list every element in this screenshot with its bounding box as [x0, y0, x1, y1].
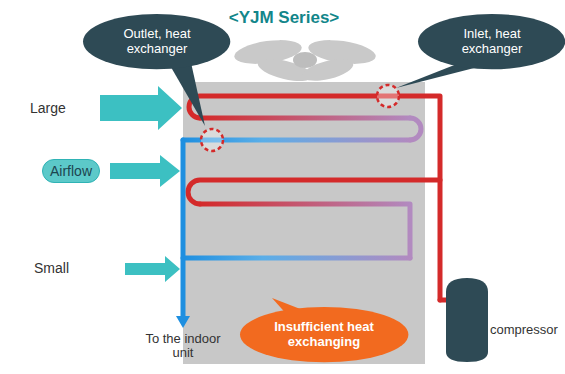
point-marker [201, 85, 399, 151]
node-text: Inlet, heat exchanger [440, 27, 544, 57]
label-text: Large [30, 101, 66, 116]
airflow-arrows [100, 86, 182, 282]
fan [233, 36, 377, 85]
heat-exchanger [183, 82, 425, 364]
arrow-head [176, 316, 190, 328]
callout-bubble: Insufficient heat exchanging [240, 307, 408, 362]
title: <YJM Series> [229, 8, 340, 28]
label-text: To the indoor unit [138, 332, 228, 361]
node-text: Insufficient heat exchanging [264, 320, 384, 350]
node-text: Airflow [50, 163, 92, 179]
node-text: Outlet, heat exchanger [105, 27, 209, 57]
label-text: compressor [490, 323, 558, 337]
callout-bubble: Outlet, heat exchanger [83, 14, 230, 69]
callout-bubble: Inlet, heat exchanger [418, 14, 565, 69]
airflow-tag: Airflow [42, 159, 100, 183]
label-text: Small [34, 261, 69, 276]
refrigerant-tubes [183, 96, 448, 318]
compressor-symbol [446, 278, 488, 362]
